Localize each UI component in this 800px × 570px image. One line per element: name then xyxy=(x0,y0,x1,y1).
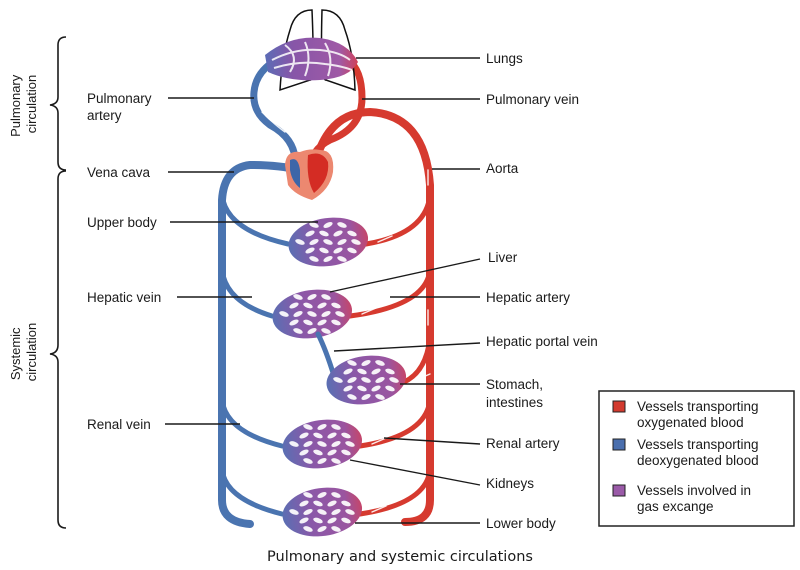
hepatic-portal-vein-label: Hepatic portal vein xyxy=(486,334,598,349)
pulmonary-circulation-label: Pulmonary circulation xyxy=(8,71,39,137)
lower-body-capillary-bed xyxy=(219,467,433,537)
upper-body-capillary-bed xyxy=(219,192,433,267)
systemic-brace xyxy=(49,170,67,529)
pulmonary-artery-label: Pulmonary artery xyxy=(87,91,155,123)
heart xyxy=(285,149,334,200)
renal-vein-label: Renal vein xyxy=(87,417,151,432)
hepatic-vein-label: Hepatic vein xyxy=(87,290,161,305)
aorta-label: Aorta xyxy=(486,161,519,176)
aorta-vessel xyxy=(312,108,434,526)
liver-capillary-bed xyxy=(219,267,433,339)
lower-body-label: Lower body xyxy=(486,516,556,531)
legend-swatch-gas-exchange xyxy=(612,484,626,497)
kidneys-label: Kidneys xyxy=(486,476,534,491)
stomach-intestines-label: Stomach, intestines xyxy=(486,377,547,410)
hepatic-artery-label: Hepatic artery xyxy=(486,290,570,305)
lungs-label: Lungs xyxy=(486,51,523,66)
systemic-circulation-label: Systemic circulation xyxy=(8,323,39,382)
kidney-capillary-bed xyxy=(219,397,433,469)
upper-body-label: Upper body xyxy=(87,215,157,230)
pulmonary-artery-vessel xyxy=(250,54,299,172)
liver-label: Liver xyxy=(488,250,518,265)
lung-capillary-bed xyxy=(265,37,358,81)
renal-artery-label: Renal artery xyxy=(486,436,560,451)
legend-swatch-deoxygenated xyxy=(612,438,626,451)
vena-cava-vessel xyxy=(218,161,302,528)
vena-cava-label: Vena cava xyxy=(87,165,151,180)
figure-caption: Pulmonary and systemic circulations xyxy=(267,549,533,565)
leader-lines xyxy=(165,57,481,524)
stomach-capillary-bed xyxy=(315,331,433,405)
pulmonary-brace xyxy=(49,36,67,171)
pulmonary-vein-label: Pulmonary vein xyxy=(486,92,579,107)
legend-swatch-oxygenated xyxy=(612,400,626,413)
